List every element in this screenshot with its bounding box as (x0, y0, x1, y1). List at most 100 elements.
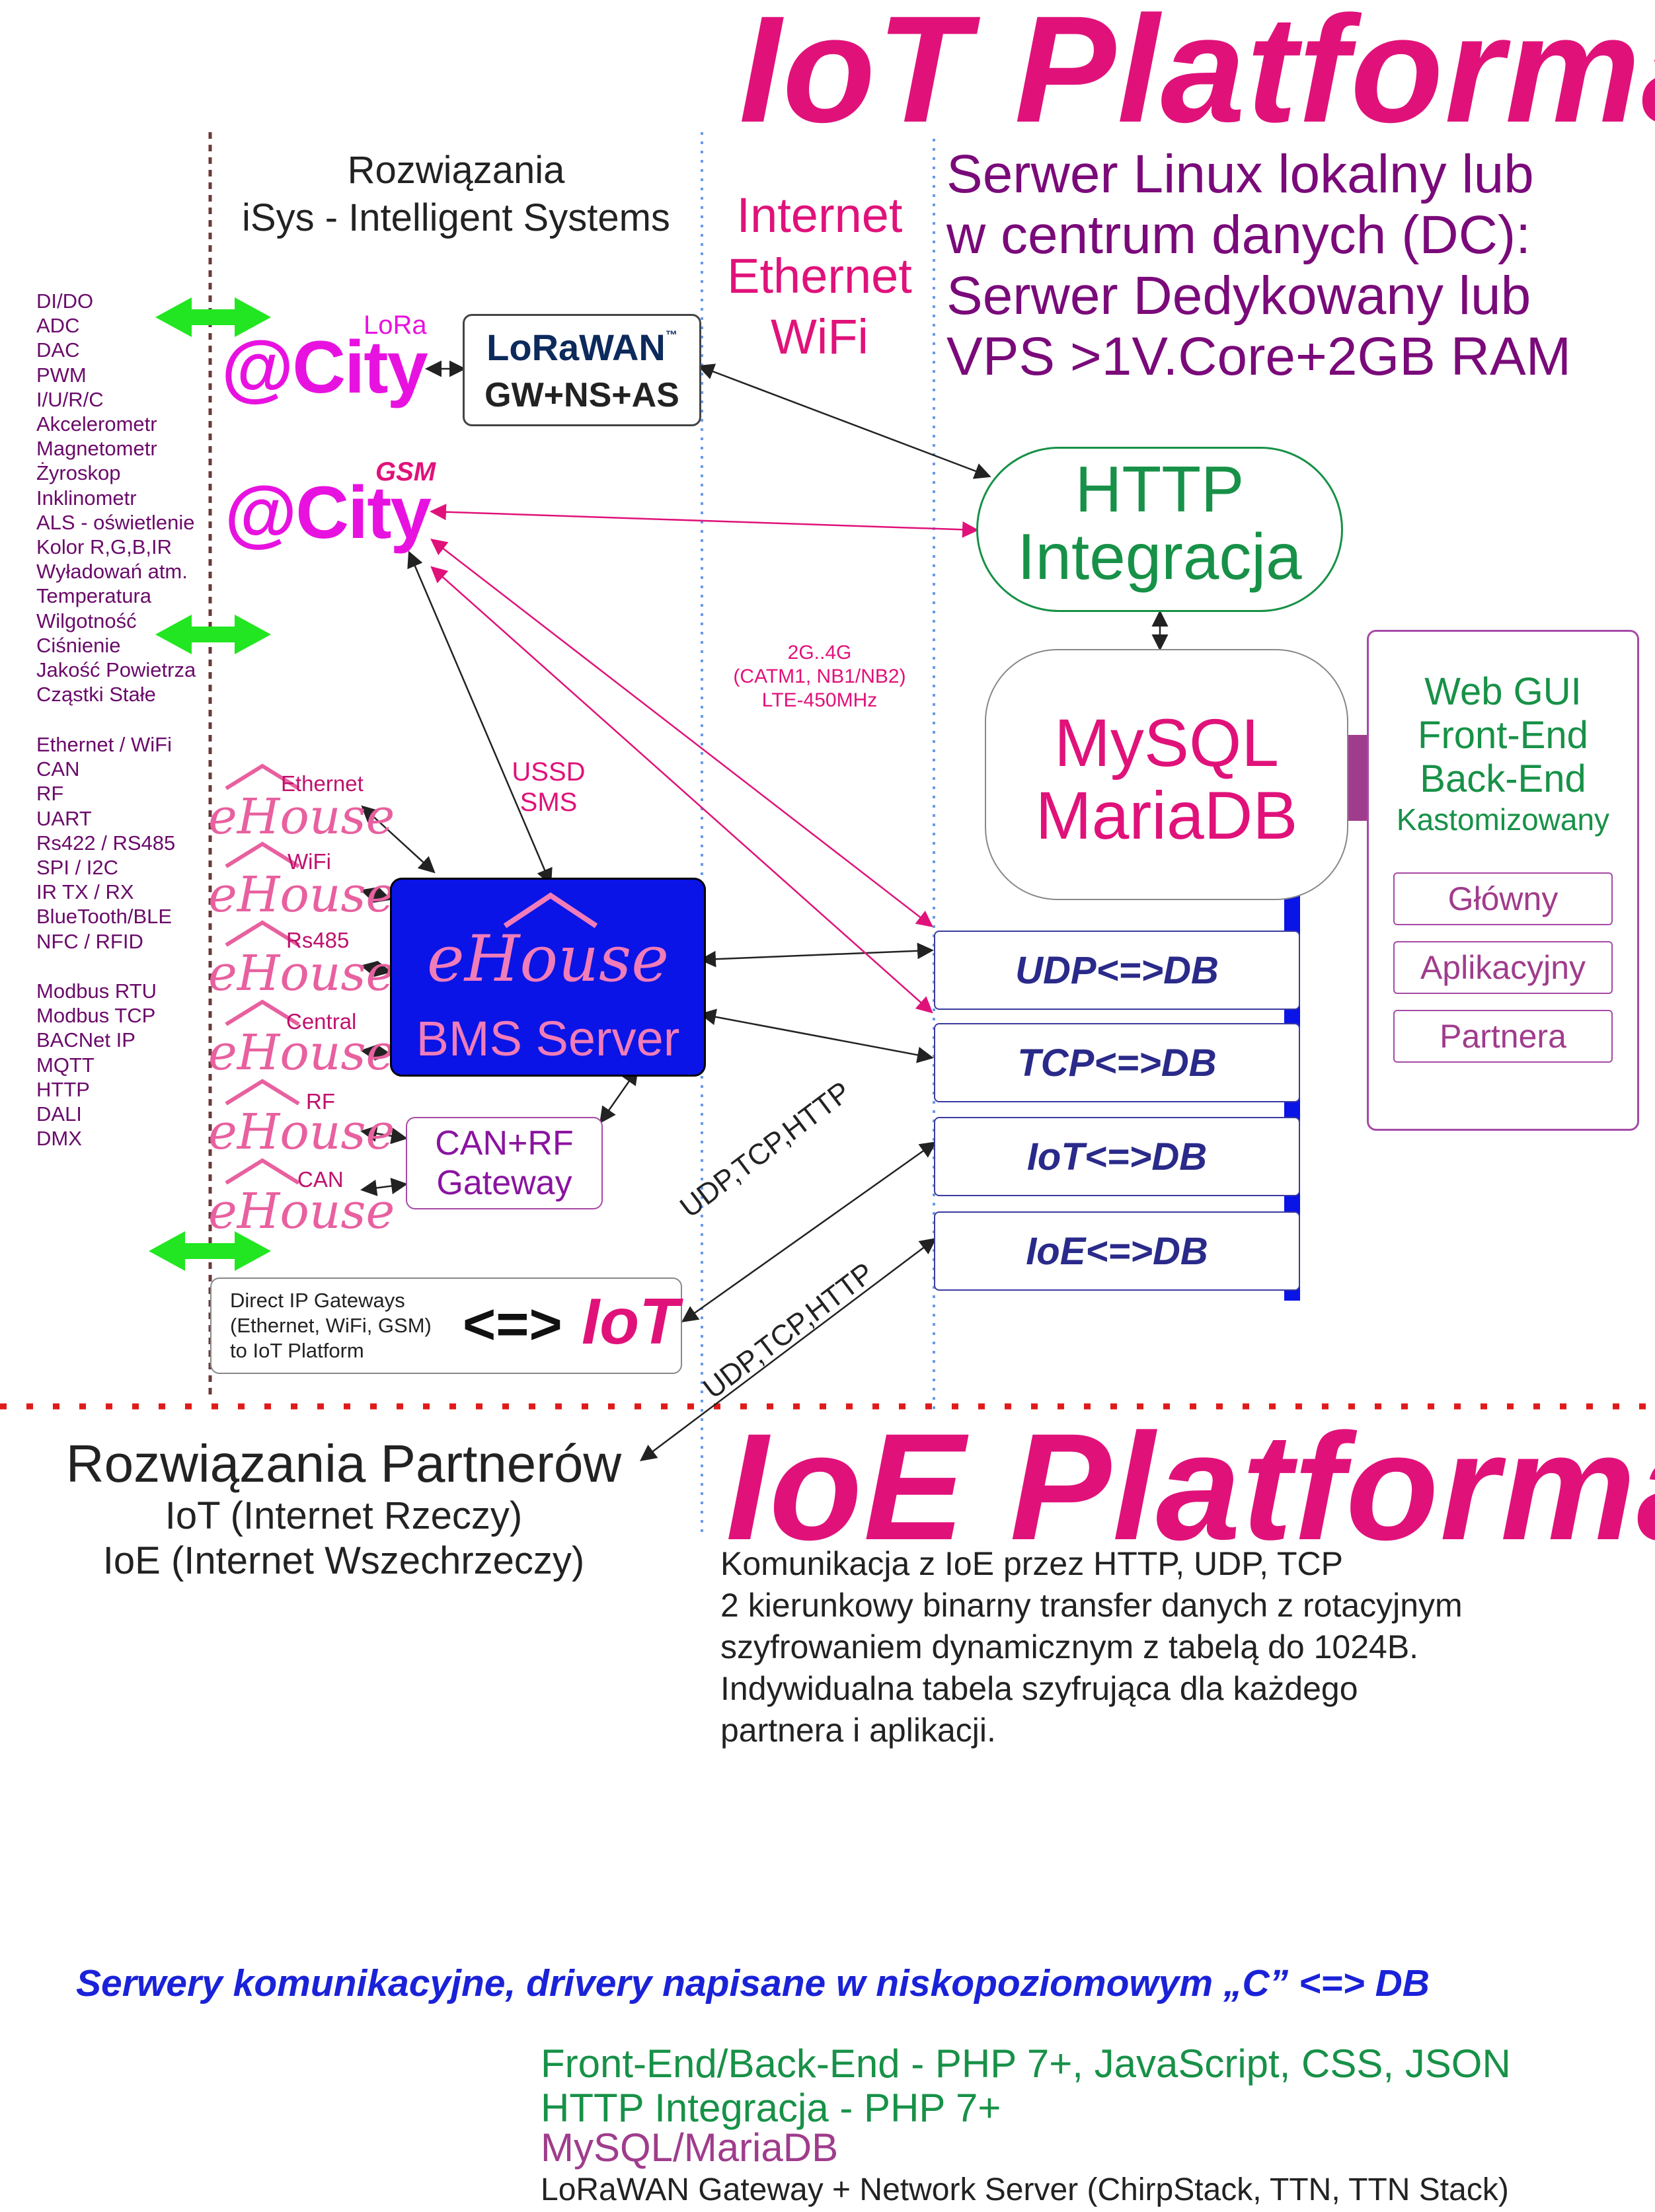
house-roof-icon (225, 763, 300, 790)
gui-partner-button[interactable]: Partnera (1393, 1010, 1613, 1063)
ussd-line1: USSD (512, 757, 586, 786)
lorawan-gateway-box: LoRaWAN™ GW+NS+AS (463, 314, 701, 426)
sensor-list-analog: DI/DO ADC DAC PWM I/U/R/C Akcelerometr M… (36, 289, 196, 706)
canrf-line1: CAN+RF (435, 1124, 574, 1163)
web-gui-line1: Web GUI (1424, 670, 1582, 713)
list-item: Kolor R,G,B,IR (36, 535, 172, 559)
direct-ip-gateways-box: Direct IP Gateways (Ethernet, WiFi, GSM)… (210, 1278, 682, 1374)
list-item: Jakość Powietrza (36, 658, 196, 682)
isys-heading-line1: Rozwiązania (347, 149, 565, 192)
mysql-database-box: MySQL MariaDB (985, 649, 1348, 900)
direct-ip-text: Direct IP Gateways (Ethernet, WiFi, GSM)… (230, 1288, 432, 1363)
isys-heading: Rozwiązania iSys - Intelligent Systems (218, 147, 694, 242)
list-item: ADC (36, 314, 80, 338)
city-lora-logo: @City LoRa (221, 311, 433, 416)
gsm-note-line2: (CATM1, NB1/NB2) (733, 666, 906, 687)
list-item: MQTT (36, 1053, 95, 1077)
city-gsm-logo: @City GSM (225, 456, 436, 562)
list-item: BlueTooth/BLE (36, 905, 173, 929)
bms-server-box: eHouse BMS Server (390, 878, 706, 1077)
bms-label: BMS Server (416, 1011, 680, 1066)
web-gui-heading: Web GUI Front-End Back-End Kastomizowany (1369, 670, 1637, 838)
ehouse-item-wifi: WiFi eHouse (208, 841, 395, 921)
partners-line3: IoE (Internet Wszechrzeczy) (102, 1539, 585, 1582)
list-item: UART (36, 806, 92, 830)
ehouse-item-label: Ethernet (281, 771, 364, 796)
sensor-list-interfaces: Ethernet / WiFi CAN RF UART Rs422 / RS48… (36, 732, 175, 954)
list-item: I/U/R/C (36, 387, 104, 411)
server-heading-line1: Serwer Linux lokalny lub (946, 144, 1534, 204)
internet-heading-line3: WiFi (771, 309, 868, 364)
list-item: CAN (36, 757, 80, 781)
ehouse-brand: eHouse (208, 788, 395, 845)
web-gui-line3: Back-End (1420, 757, 1586, 800)
gsm-note-line1: 2G..4G (787, 642, 852, 664)
gui-main-button[interactable]: Główny (1393, 872, 1613, 925)
list-item: ALS - oświetlenie (36, 510, 195, 534)
direct-ip-line3: to IoT Platform (230, 1339, 364, 1362)
direct-ip-iot-logo: IoT (582, 1285, 679, 1357)
house-roof-icon (225, 1079, 300, 1105)
ehouse-item-label: Rs485 (286, 928, 350, 952)
house-roof-icon (225, 999, 300, 1026)
tcp-db-server: TCP<=>DB (934, 1023, 1300, 1102)
can-rf-gateway-box: CAN+RF Gateway (406, 1117, 603, 1209)
list-item: DAC (36, 338, 80, 362)
tech-stack-lorawan: LoRaWAN Gateway + Network Server (ChirpS… (541, 2172, 1509, 2207)
list-item: DI/DO (36, 289, 94, 313)
internet-heading: Internet Ethernet WiFi (711, 185, 929, 367)
ehouse-item-rs485: Rs485 eHouse (208, 920, 395, 999)
list-item: Modbus TCP (36, 1004, 156, 1028)
list-item: Magnetometr (36, 437, 157, 461)
ehouse-item-label: CAN (297, 1167, 344, 1192)
gui-connector (1348, 735, 1369, 821)
list-item: DMX (36, 1127, 82, 1151)
list-item: Rs422 / RS485 (36, 831, 176, 855)
list-item: DALI (36, 1102, 82, 1126)
web-gui-panel: Web GUI Front-End Back-End Kastomizowany (1367, 630, 1639, 1131)
list-item: Cząstki Stałe (36, 683, 156, 706)
house-roof-icon (503, 892, 598, 928)
list-item: PWM (36, 363, 87, 387)
city-lora-tag: LoRa (364, 311, 427, 340)
mysql-box-line1: MySQL (1054, 705, 1280, 781)
canrf-line2: Gateway (436, 1164, 572, 1202)
internet-heading-line2: Ethernet (727, 248, 912, 303)
partners-line2: IoT (Internet Rzeczy) (165, 1494, 523, 1537)
city-lora-brand: @City (221, 326, 428, 408)
server-heading-line3: Serwer Dedykowany lub (946, 266, 1531, 326)
list-item: HTTP (36, 1077, 90, 1101)
isys-heading-line2: iSys - Intelligent Systems (242, 196, 670, 239)
list-item: Wyładowań atm. (36, 560, 188, 584)
ioe-desc-line2: 2 kierunkowy binarny transfer danych z r… (720, 1587, 1463, 1624)
ioe-desc-line3: szyfrowaniem dynamicznym z tabelą do 102… (720, 1628, 1419, 1665)
server-heading-line4: VPS >1V.Core+2GB RAM (946, 326, 1572, 387)
ioe-db-server: IoE<=>DB (934, 1211, 1300, 1291)
ioe-description: Komunikacja z IoE przez HTTP, UDP, TCP 2… (720, 1543, 1463, 1751)
internet-heading-line1: Internet (736, 188, 903, 243)
ioe-platform-title: IoE Platforma (726, 1402, 1655, 1572)
tech-stack-mysql: MySQL/MariaDB (541, 2125, 839, 2170)
city-gsm-tag: GSM (375, 457, 436, 486)
gsm-bands-note: 2G..4G (CATM1, NB1/NB2) LTE-450MHz (701, 641, 939, 712)
ehouse-brand: eHouse (208, 866, 395, 923)
list-item: Modbus RTU (36, 979, 157, 1003)
mysql-box-line2: MariaDB (1035, 778, 1298, 853)
list-item: NFC / RFID (36, 929, 143, 953)
list-item: Ethernet / WiFi (36, 733, 172, 756)
list-item: Ciśnienie (36, 633, 121, 657)
bms-brand: eHouse (426, 922, 670, 996)
list-item: SPI / I2C (36, 856, 119, 880)
servers-note: Serwery komunikacyjne, drivery napisane … (76, 1962, 1430, 2004)
gui-application-button[interactable]: Aplikacyjny (1393, 941, 1613, 994)
house-roof-icon (225, 1158, 300, 1184)
ioe-desc-line1: Komunikacja z IoE przez HTTP, UDP, TCP (720, 1545, 1344, 1582)
city-gsm-brand: @City (225, 471, 432, 554)
gsm-note-line3: LTE-450MHz (761, 689, 878, 711)
ehouse-item-can: CAN eHouse (208, 1158, 395, 1237)
ehouse-item-rf: RF eHouse (208, 1079, 395, 1158)
list-item: Akcelerometr (36, 412, 157, 436)
list-item: Temperatura (36, 584, 152, 608)
double-arrow-icon (149, 297, 271, 1271)
ehouse-item-label: WiFi (288, 849, 331, 874)
